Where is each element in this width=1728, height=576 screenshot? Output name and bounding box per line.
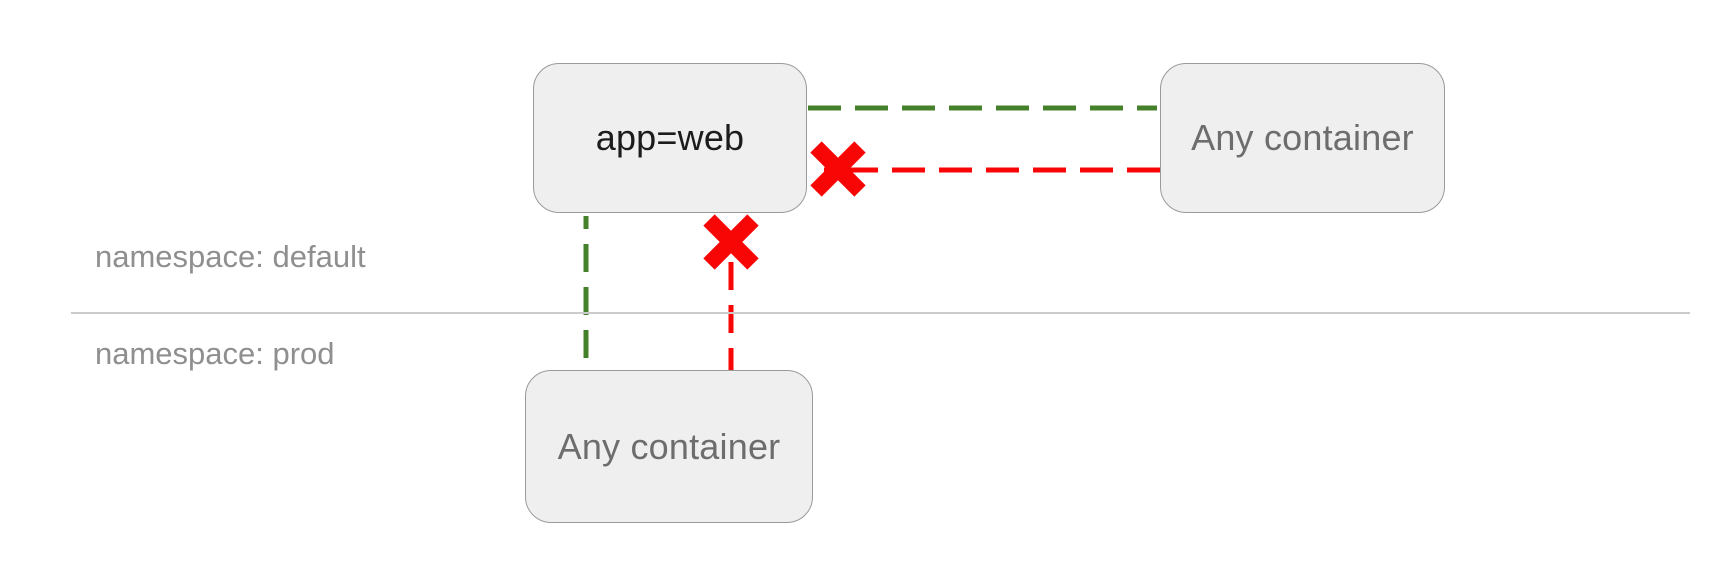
blocked-x-icon: [810, 141, 866, 197]
node-app-web: app=web: [533, 63, 807, 213]
node-any-container-prod-label: Any container: [557, 425, 781, 467]
namespace-label-prod: namespace: prod: [95, 336, 335, 371]
namespace-divider: [71, 312, 1690, 314]
node-app-web-label: app=web: [595, 117, 745, 158]
node-any-container-default: Any container: [1160, 63, 1445, 213]
blocked-x-icon: [703, 214, 759, 270]
node-any-container-default-label: Any container: [1191, 117, 1414, 158]
node-any-container-prod: Any container: [525, 370, 813, 523]
namespace-label-default: namespace: default: [95, 239, 366, 274]
